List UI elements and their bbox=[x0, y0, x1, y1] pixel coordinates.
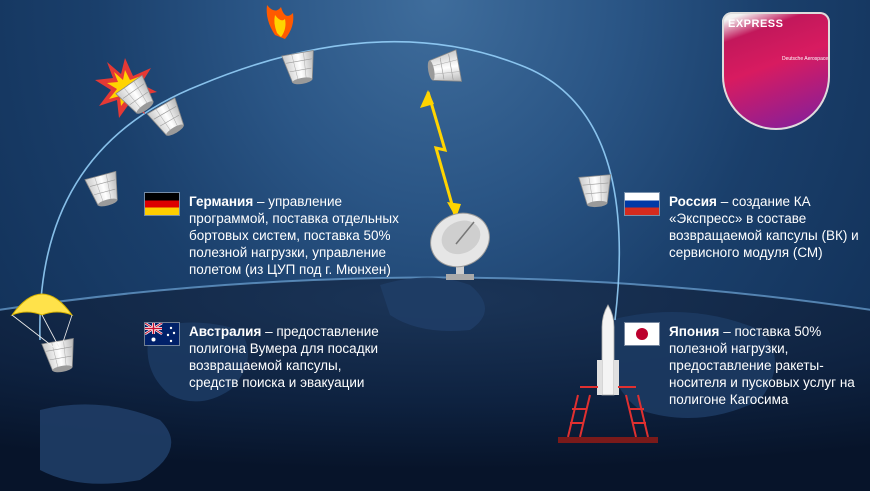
continent-shape bbox=[40, 404, 172, 484]
country-name: Австралия bbox=[189, 324, 262, 339]
info-japan: Япония – поставка 50% полезной нагрузки,… bbox=[669, 323, 859, 408]
launch-tower-icon bbox=[558, 386, 658, 443]
info-russia: Россия – создание КА «Экспресс» в состав… bbox=[669, 193, 861, 261]
capsule-icon bbox=[424, 49, 463, 88]
country-name: Россия bbox=[669, 194, 717, 209]
mission-patch-subtitle: Deutsche Aerospace bbox=[782, 56, 829, 62]
country-role: – создание КА «Экспресс» в составе возвр… bbox=[669, 194, 859, 260]
continent-shape bbox=[380, 277, 485, 331]
info-australia: Австралия – предоставление полигона Вуме… bbox=[189, 323, 389, 391]
country-role: – управление программой, поставка отдель… bbox=[189, 194, 399, 277]
country-name: Япония bbox=[669, 324, 720, 339]
capsule-icon bbox=[84, 170, 125, 211]
orbit-path bbox=[39, 40, 621, 341]
capsule-icon bbox=[578, 174, 614, 209]
info-germany: Германия – управление программой, постав… bbox=[189, 193, 414, 278]
flame-icon bbox=[266, 5, 294, 39]
capsule-icon bbox=[146, 97, 191, 142]
country-role: – предоставление полигона Вумера для пос… bbox=[189, 324, 379, 390]
capsule-icon bbox=[281, 49, 320, 88]
antenna-dish-icon bbox=[430, 212, 490, 280]
russia-flag bbox=[625, 193, 659, 215]
australia-flag-graphic bbox=[145, 323, 179, 345]
rocket-icon bbox=[597, 304, 619, 396]
germany-flag bbox=[145, 193, 179, 215]
australia-flag bbox=[145, 323, 179, 345]
mission-patch-title: EXPRESS bbox=[728, 18, 784, 30]
explosion-icon bbox=[95, 58, 161, 120]
country-role: – поставка 50% полезной нагрузки, предос… bbox=[669, 324, 855, 407]
mission-patch: EXPRESS Deutsche Aerospace bbox=[722, 12, 830, 130]
japan-flag bbox=[625, 323, 659, 345]
country-name: Германия bbox=[189, 194, 254, 209]
parachute-icon bbox=[10, 293, 74, 350]
signal-bolt-icon bbox=[426, 91, 457, 216]
